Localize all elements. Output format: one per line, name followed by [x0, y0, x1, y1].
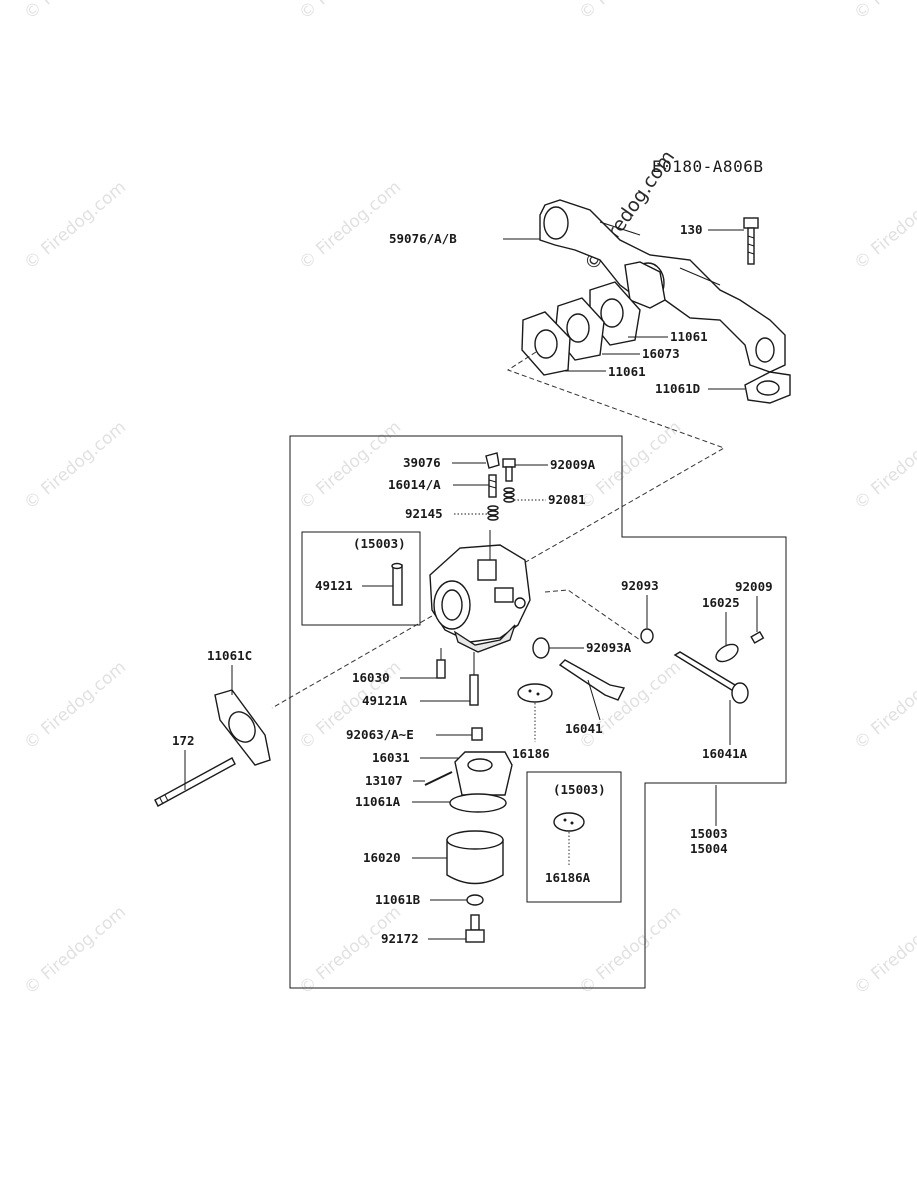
gaskets-manifold	[521, 281, 641, 376]
label-16014: 16014/A	[388, 477, 441, 492]
label-13107: 13107	[365, 773, 403, 788]
label-11061A: 11061A	[355, 794, 401, 809]
gasket-11061C	[214, 689, 271, 766]
pin-49121	[391, 562, 403, 606]
label-16073: 16073	[642, 346, 680, 361]
shaft-16041A	[673, 651, 749, 704]
label-92009: 92009	[735, 579, 773, 594]
label-92172: 92172	[381, 931, 419, 946]
subassembly-title-2: (15003)	[553, 782, 606, 797]
diaphragm-16186	[517, 683, 553, 703]
watermark: © Firedog.com	[850, 177, 917, 274]
label-16041: 16041	[565, 721, 603, 736]
exhaust-manifold	[539, 199, 786, 373]
subassembly-frame-1	[301, 531, 421, 626]
label-59076: 59076/A/B	[389, 231, 457, 246]
label-39076: 39076	[403, 455, 441, 470]
label-16186A: 16186A	[545, 870, 591, 885]
subassembly-frame-2	[526, 771, 622, 903]
shaft-16041	[558, 659, 626, 701]
bolt-130	[743, 217, 759, 265]
label-16031: 16031	[372, 750, 410, 765]
watermark: © Firedog.com	[850, 0, 917, 24]
watermark: © Firedog.com	[20, 657, 130, 754]
subassembly-title-1: (15003)	[353, 536, 406, 551]
watermark: © Firedog.com	[20, 417, 130, 514]
gasket-11061D	[744, 371, 791, 404]
pin-49121A	[469, 674, 479, 706]
label-11061C: 11061C	[207, 648, 252, 663]
carburetor-body	[429, 530, 531, 653]
watermark: © Firedog.com	[575, 657, 685, 754]
label-92009A: 92009A	[550, 457, 596, 472]
assembly-frame	[289, 435, 787, 989]
label-92145: 92145	[405, 506, 443, 521]
jet-92063	[471, 727, 483, 741]
label-16186: 16186	[512, 746, 550, 761]
watermark: © Firedog.com	[295, 0, 405, 24]
needle-16014	[488, 474, 497, 498]
watermark: © Firedog.com	[295, 902, 405, 999]
label-172: 172	[172, 733, 195, 748]
plate-16025	[715, 643, 739, 663]
label-92063: 92063/A~E	[346, 727, 414, 742]
label-92081: 92081	[548, 492, 586, 507]
washer-92093	[640, 628, 654, 644]
watermark: © Firedog.com	[575, 902, 685, 999]
stud-172	[154, 757, 236, 807]
alignment-line-2	[544, 589, 641, 641]
bowl-16020	[446, 830, 504, 885]
float-16031	[454, 751, 513, 796]
gasket-11061B	[466, 894, 484, 906]
watermark: © Firedog.com	[295, 177, 405, 274]
spring-92145	[487, 505, 499, 521]
label-16025: 16025	[702, 595, 740, 610]
label-16030: 16030	[352, 670, 390, 685]
spring-92081	[503, 487, 515, 503]
label-15003: 15003	[690, 826, 728, 841]
watermark: © Firedog.com	[20, 177, 130, 274]
washer-92093A	[532, 637, 550, 659]
pin-13107	[424, 771, 453, 786]
label-15004: 15004	[690, 841, 728, 856]
label-16041A: 16041A	[702, 746, 748, 761]
label-11061B: 11061B	[375, 892, 421, 907]
screw-92009	[750, 630, 765, 644]
watermark: © Firedog.com	[20, 902, 130, 999]
label-11061-top: 11061	[670, 329, 708, 344]
label-16020: 16020	[363, 850, 401, 865]
label-11061-bottom: 11061	[608, 364, 646, 379]
watermark: © Firedog.com	[850, 902, 917, 999]
bolt-92172	[465, 914, 485, 943]
alignment-line	[271, 351, 726, 709]
gasket-11061A	[449, 793, 507, 813]
label-11061D: 11061D	[655, 381, 700, 396]
watermark: © Firedog.com	[575, 0, 685, 24]
pin-16030	[436, 659, 446, 679]
watermark: © Firedog.com	[850, 657, 917, 754]
diaphragm-16186A	[553, 812, 585, 832]
diagram-code: E0180-A806B	[652, 157, 763, 176]
watermark: © Firedog.com	[295, 417, 405, 514]
label-49121: 49121	[315, 578, 353, 593]
label-92093A: 92093A	[586, 640, 632, 655]
screw-92009A	[502, 458, 516, 482]
watermark: © Firedog.com	[20, 0, 130, 24]
label-49121A: 49121A	[362, 693, 408, 708]
label-92093: 92093	[621, 578, 659, 593]
label-130: 130	[680, 222, 703, 237]
watermark: © Firedog.com	[850, 417, 917, 514]
screw-39076	[485, 452, 500, 469]
